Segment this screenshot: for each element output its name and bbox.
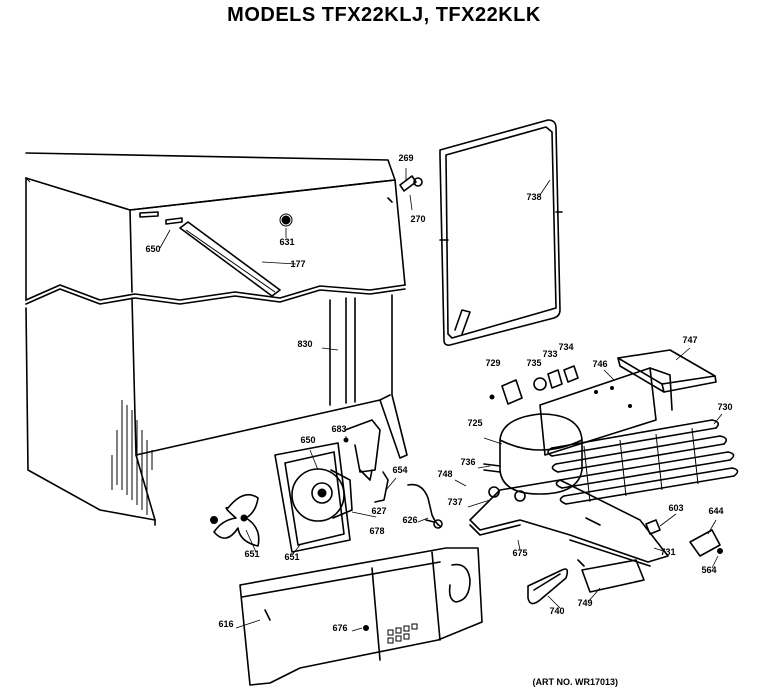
part-callout-746: 746 (592, 359, 607, 369)
part-callout-675: 675 (512, 548, 527, 558)
part-callout-683: 683 (331, 424, 346, 434)
shelf-747 (617, 349, 717, 393)
part-callout-830: 830 (297, 339, 312, 349)
part-callout-733: 733 (542, 349, 557, 359)
cabinet-shading (111, 400, 153, 515)
small-hardware (343, 437, 723, 605)
part-callout-644: 644 (708, 506, 723, 516)
part-callout-740: 740 (549, 606, 564, 616)
part-callout-747: 747 (682, 335, 697, 345)
bracket-746 (539, 367, 673, 456)
freezer-cabinet (25, 152, 423, 526)
compressor-base-plate (469, 479, 669, 567)
part-callout-729: 729 (485, 358, 500, 368)
part-callout-749: 749 (577, 598, 592, 608)
fan-blade (210, 493, 260, 547)
gasket-738 (439, 119, 563, 346)
part-callout-737: 737 (447, 497, 462, 507)
part-callout-650: 650 (145, 244, 160, 254)
compressor (483, 413, 583, 502)
art-number: (ART NO. WR17013) (532, 677, 618, 687)
thermistor-wire (407, 483, 443, 529)
part-callout-676: 676 (332, 623, 347, 633)
part-callout-725: 725 (467, 418, 482, 428)
part-callout-651: 651 (284, 552, 299, 562)
part-callout-616: 616 (218, 619, 233, 629)
part-callout-678: 678 (369, 526, 384, 536)
part-callout-564: 564 (701, 565, 716, 575)
part-callout-654: 654 (392, 465, 407, 475)
part-callout-651: 651 (244, 549, 259, 559)
diagram-title: MODELS TFX22KLJ, TFX22KLK (227, 4, 541, 26)
part-callout-650: 650 (300, 435, 315, 445)
part-callout-627: 627 (371, 506, 386, 516)
part-callout-269: 269 (398, 153, 413, 163)
part-callout-734: 734 (558, 342, 573, 352)
part-callout-731: 731 (660, 547, 675, 557)
relay-components (489, 365, 579, 405)
fan-motor-assembly (274, 419, 389, 553)
part-callout-748: 748 (437, 469, 452, 479)
part-callout-270: 270 (410, 214, 425, 224)
part-callout-735: 735 (526, 358, 541, 368)
part-callout-631: 631 (279, 237, 294, 247)
part-callout-177: 177 (290, 259, 305, 269)
part-callout-603: 603 (668, 503, 683, 513)
leader-lines (159, 168, 723, 632)
part-callout-730: 730 (717, 402, 732, 412)
part-callout-626: 626 (402, 515, 417, 525)
condenser-coil (547, 419, 739, 505)
part-callout-736: 736 (460, 457, 475, 467)
part-callout-738: 738 (526, 192, 541, 202)
cover-panel-616 (239, 547, 483, 686)
